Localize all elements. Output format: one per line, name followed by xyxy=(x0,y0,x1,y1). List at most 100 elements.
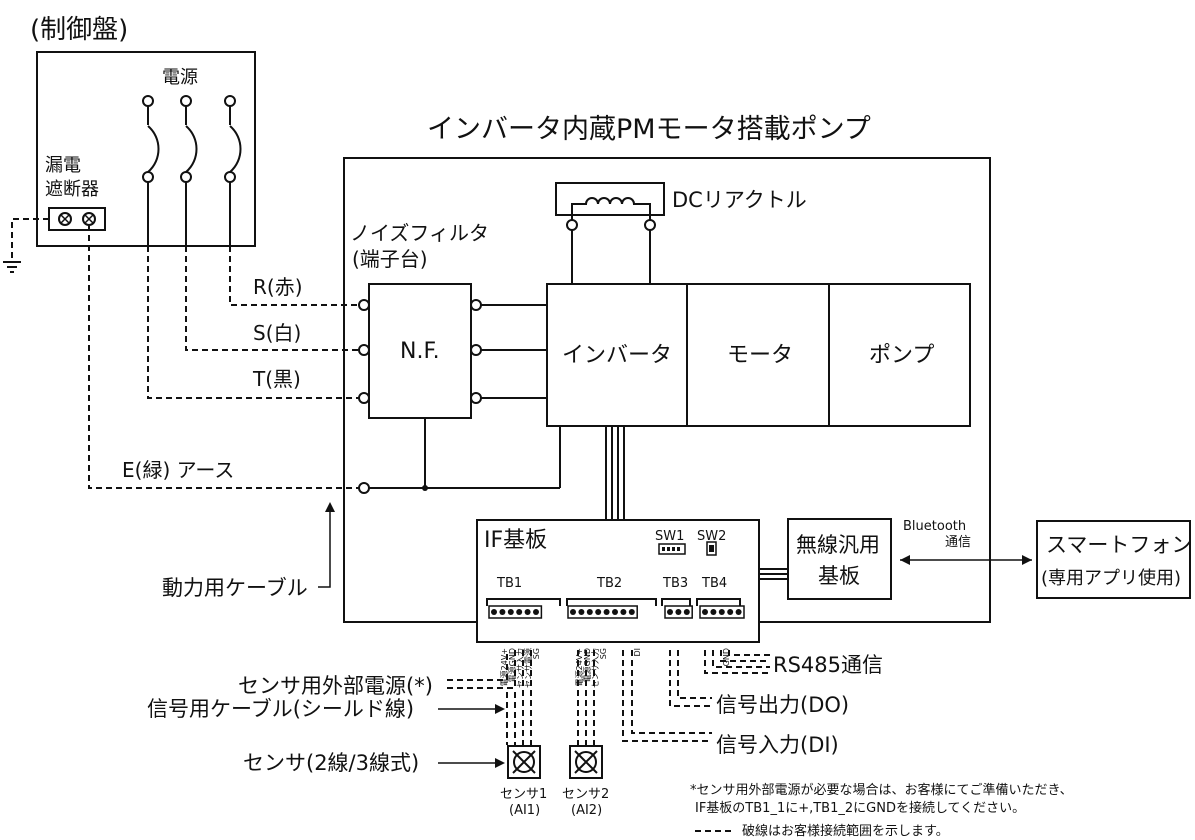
bluetooth-label-line1: Bluetooth xyxy=(903,519,966,534)
noise-filter-label-line2: (端子台) xyxy=(352,247,428,271)
internal-bus xyxy=(605,426,625,520)
svg-text:SG: SG xyxy=(599,648,608,659)
svg-text:DI: DI xyxy=(633,648,642,657)
motor-block xyxy=(686,283,830,427)
smartphone-line1: スマートフォン xyxy=(1046,533,1192,557)
breaker-label-line2: 遮断器 xyxy=(45,179,99,200)
note-line2: IF基板のTB1_1に+,TB1_2にGNDを接続してください。 xyxy=(695,800,1025,816)
svg-text:電源GND: 電源GND xyxy=(583,648,592,682)
terminal-screw xyxy=(524,609,531,615)
terminal-block-brackets xyxy=(486,598,741,606)
pump-label: ポンプ xyxy=(869,343,934,368)
tb1-label: TB1 xyxy=(496,576,522,591)
terminal-screw xyxy=(612,609,618,615)
svg-text:電源24V+: 電源24V+ xyxy=(575,648,584,686)
terminal-screw xyxy=(620,609,627,615)
svg-text:センサ電源: センサ電源 xyxy=(524,648,533,688)
svg-text:SG: SG xyxy=(532,648,541,659)
signal-cable-label: 信号用ケーブル(シールド線) xyxy=(147,697,414,721)
terminal-screw xyxy=(578,609,585,615)
terminal-screw xyxy=(710,609,717,615)
terminal-screw xyxy=(603,609,610,615)
smartphone-box xyxy=(1036,520,1191,599)
terminal-screw xyxy=(628,609,635,615)
earth-connection xyxy=(358,418,561,494)
power-cable-callout xyxy=(318,502,335,588)
external-wiring xyxy=(447,650,770,745)
control-panel-title: (制御盤) xyxy=(30,15,128,45)
terminal-screw xyxy=(675,609,682,615)
terminal-screw xyxy=(702,609,708,615)
dc-reactor-label: DCリアクトル xyxy=(672,188,807,212)
terminal-screw xyxy=(533,609,539,615)
tb1-strip xyxy=(488,605,543,619)
svg-text:センサ入力: センサ入力 xyxy=(515,648,525,688)
wireless-board xyxy=(787,518,892,600)
terminal-screw xyxy=(735,609,742,615)
terminal-screw xyxy=(683,609,690,615)
power-wires xyxy=(88,225,359,489)
sensor-1 xyxy=(507,745,541,779)
terminal-screw xyxy=(491,609,497,615)
wire-label-e: E(緑) アース xyxy=(122,458,234,482)
inverter-label: インバータ xyxy=(562,343,672,368)
terminal-pin-labels: 電源24V+ 電源GND センサ入力 センサ電源 SG 電源24V+ 電源GND… xyxy=(500,648,731,688)
sw2-label: SW2 xyxy=(697,529,726,544)
terminal-screw xyxy=(586,609,593,615)
smartphone-line2: (専用アプリ使用) xyxy=(1041,568,1181,589)
sw1-label: SW1 xyxy=(655,529,684,544)
sensor-type-arrow xyxy=(438,758,505,768)
signal-cable-arrow xyxy=(438,704,505,714)
sensor-type-label: センサ(2線/3線式) xyxy=(243,751,419,775)
motor-label: モータ xyxy=(727,343,793,368)
dc-reactor-box xyxy=(555,182,665,216)
svg-text:電源GND: 電源GND xyxy=(508,648,517,682)
wire-label-r: R(赤) xyxy=(253,275,303,299)
wireless-board-line1: 無線汎用 xyxy=(796,533,880,557)
pump-block xyxy=(828,283,971,427)
wire-label-s: S(白) xyxy=(253,321,301,345)
terminal-screw xyxy=(727,609,734,615)
tb2-label: TB2 xyxy=(596,576,622,591)
terminal-screw xyxy=(718,609,725,615)
wireless-board-line2: 基板 xyxy=(818,564,860,588)
terminal-screw xyxy=(595,609,602,615)
power-cable-label: 動力用ケーブル xyxy=(162,576,308,600)
terminal-screw xyxy=(516,609,523,615)
note-line1: *センサ用外部電源が必要な場合は、お客様にてご準備いただき、 xyxy=(690,782,1073,798)
sensor-1-label-line1: センサ1 xyxy=(500,787,547,802)
board-link xyxy=(759,568,788,580)
svg-text:電源24V+: 電源24V+ xyxy=(500,648,509,686)
noise-filter-box-label: N.F. xyxy=(400,339,440,364)
terminal-strips xyxy=(488,605,745,619)
breaker-box xyxy=(48,207,106,231)
rs485-label: RS485通信 xyxy=(773,653,883,677)
sensor-2-label-line1: センサ2 xyxy=(562,787,609,802)
di-label: 信号入力(DI) xyxy=(716,733,839,757)
sw2-switch-knob xyxy=(709,545,714,552)
sensor-2 xyxy=(569,745,603,779)
terminal-screw xyxy=(499,609,506,615)
breaker-terminals xyxy=(58,212,96,226)
terminal-screw xyxy=(507,609,514,615)
sensor-2-label-line2: (AI2) xyxy=(571,803,602,818)
svg-text:GND: GND xyxy=(722,648,731,666)
ground-symbol xyxy=(3,218,49,273)
power-source-switches xyxy=(142,95,242,246)
noise-filter-label-line1: ノイズフィルタ xyxy=(350,221,489,245)
bluetooth-arrow xyxy=(900,555,1032,565)
breaker-label-line1: 漏電 xyxy=(45,155,81,176)
if-board-title: IF基板 xyxy=(484,528,547,553)
tb3-label: TB3 xyxy=(662,576,688,591)
pump-title: インバータ内蔵PMモータ搭載ポンプ xyxy=(427,114,871,145)
tb2-strip xyxy=(567,605,638,619)
legend-text: 破線はお客様接続範囲を示します。 xyxy=(742,823,949,839)
wire-label-t: T(黒) xyxy=(252,367,301,391)
do-label: 信号出力(DO) xyxy=(716,693,849,717)
terminal-screw xyxy=(570,609,576,615)
noise-filter-terminals xyxy=(358,299,547,404)
dc-reactor-coil xyxy=(566,197,656,284)
if-board xyxy=(476,519,760,643)
inverter-block xyxy=(546,283,688,427)
